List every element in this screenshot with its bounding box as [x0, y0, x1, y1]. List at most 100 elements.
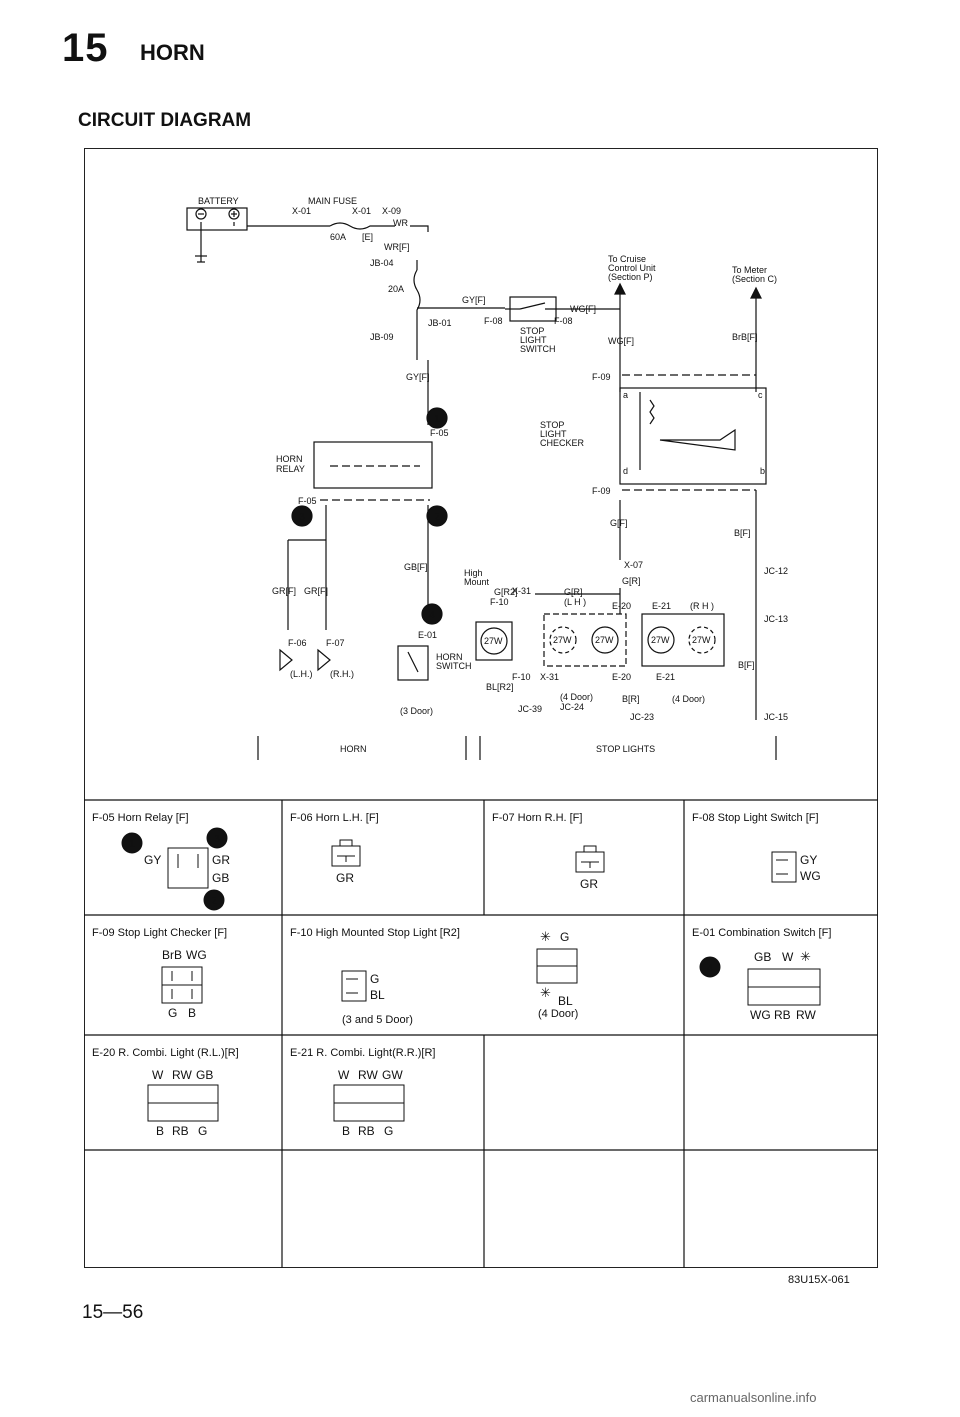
svg-text:BrB: BrB	[162, 948, 182, 962]
svg-text:G: G	[198, 1124, 207, 1138]
connector-e01: E-01 Combination Switch [F] 4 GB W ✳ WG …	[684, 915, 878, 1035]
svg-text:(Section C): (Section C)	[732, 274, 777, 284]
svg-text:3: 3	[299, 512, 305, 523]
figure-code: 83U15X-061	[788, 1274, 850, 1286]
svg-text:G[R]: G[R]	[622, 576, 641, 586]
svg-text:WG: WG	[186, 948, 207, 962]
svg-text:JC-13: JC-13	[764, 614, 788, 624]
svg-text:B[F]: B[F]	[734, 528, 751, 538]
diagram-frame	[84, 148, 878, 1268]
svg-text:STOP: STOP	[540, 420, 564, 430]
svg-text:F-09: F-09	[592, 486, 611, 496]
stop-light-checker-symbol: F-09 F-09 a c d b STOP LIGHT CHECKER G[F…	[540, 372, 767, 720]
chapter-number: 15	[62, 26, 109, 70]
svg-text:RELAY: RELAY	[276, 464, 305, 474]
connector-title: E-21 R. Combi. Light(R.R.)[R]	[290, 1047, 436, 1059]
svg-text:2: 2	[434, 512, 440, 523]
svg-text:B[F]: B[F]	[738, 660, 755, 670]
svg-text:X-01: X-01	[352, 206, 371, 216]
connector-f07: F-07 Horn R.H. [F] GR	[484, 800, 684, 915]
svg-text:G: G	[370, 972, 379, 986]
svg-text:F-07: F-07	[326, 638, 345, 648]
svg-text:B[R]: B[R]	[622, 694, 640, 704]
svg-text:WG[F]: WG[F]	[608, 336, 634, 346]
svg-text:E-20: E-20	[612, 601, 631, 611]
svg-text:(3 Door): (3 Door)	[400, 706, 433, 716]
svg-text:BL: BL	[558, 994, 573, 1008]
svg-text:GB: GB	[196, 1068, 213, 1082]
svg-text:GR: GR	[212, 853, 230, 867]
svg-text:20A: 20A	[388, 284, 404, 294]
svg-text:G[R2]: G[R2]	[494, 587, 518, 597]
combination-switch-connector-icon: 4 GB W ✳ WG RB RW	[699, 949, 821, 1022]
relay-connector-icon: 1 3 2 GY GR GB	[121, 827, 230, 911]
combi-light-connector-icon: W RW GB B RB G	[147, 1068, 219, 1138]
horn-connector-icon: GR	[575, 845, 605, 891]
svg-text:JC-39: JC-39	[518, 704, 542, 714]
svg-text:3: 3	[214, 834, 220, 845]
svg-text:GY: GY	[144, 853, 161, 867]
connector-title: F-06 Horn L.H. [F]	[290, 812, 379, 824]
svg-text:LIGHT: LIGHT	[520, 335, 547, 345]
svg-text:High: High	[464, 568, 483, 578]
svg-text:G: G	[560, 930, 569, 944]
connector-title: F-09 Stop Light Checker [F]	[92, 927, 228, 939]
svg-text:CHECKER: CHECKER	[540, 438, 585, 448]
watermark-link[interactable]: carmanualsonline.info	[690, 1390, 817, 1405]
svg-text:c: c	[758, 390, 763, 400]
svg-text:B: B	[156, 1124, 164, 1138]
svg-text:WG: WG	[750, 1008, 771, 1022]
svg-text:Mount: Mount	[464, 577, 490, 587]
svg-text:27W: 27W	[484, 636, 503, 646]
svg-text:WR[F]: WR[F]	[384, 242, 410, 252]
section-title: CIRCUIT DIAGRAM	[78, 110, 252, 131]
svg-text:F-05: F-05	[298, 496, 317, 506]
connector-title: F-07 Horn R.H. [F]	[492, 812, 583, 824]
to-meter-arrow: To Meter (Section C) BrB[F]	[732, 265, 777, 392]
svg-text:[E]: [E]	[362, 232, 373, 242]
svg-text:GW: GW	[382, 1068, 403, 1082]
stop-lights-group-label: STOP LIGHTS	[596, 744, 655, 754]
svg-text:HORN: HORN	[436, 652, 463, 662]
svg-text:GY[F]: GY[F]	[462, 295, 486, 305]
svg-text:E-01: E-01	[418, 630, 437, 640]
svg-text:GB: GB	[212, 871, 229, 885]
main-fuse-label: MAIN FUSE	[308, 196, 357, 206]
svg-text:F-08: F-08	[554, 316, 573, 326]
svg-text:JB-04: JB-04	[370, 258, 394, 268]
svg-text:GY[F]: GY[F]	[406, 372, 430, 382]
svg-text:G: G	[168, 1006, 177, 1020]
horn-switch-symbol: 4 E-01 HORN SWITCH (3 Door)	[397, 603, 472, 716]
connector-title: E-20 R. Combi. Light (R.L.)[R]	[92, 1047, 239, 1059]
svg-text:W: W	[782, 950, 794, 964]
svg-text:GB[F]: GB[F]	[404, 562, 428, 572]
svg-text:60A: 60A	[330, 232, 346, 242]
svg-text:E-21: E-21	[656, 672, 675, 682]
svg-text:F-08: F-08	[484, 316, 503, 326]
group-labels: HORN STOP LIGHTS	[257, 736, 777, 760]
svg-text:b: b	[760, 466, 765, 476]
battery-label: BATTERY	[198, 196, 239, 206]
svg-text:(4 Door): (4 Door)	[672, 694, 705, 704]
svg-text:BL: BL	[370, 988, 385, 1002]
svg-text:To Meter: To Meter	[732, 265, 767, 275]
svg-text:RB: RB	[172, 1124, 189, 1138]
svg-text:B: B	[188, 1006, 196, 1020]
svg-text:JC-24: JC-24	[560, 702, 584, 712]
svg-text:X-07: X-07	[624, 560, 643, 570]
connector-f08: F-08 Stop Light Switch [F] GY WG	[684, 800, 878, 915]
svg-text:a: a	[623, 390, 628, 400]
svg-text:(Section P): (Section P)	[608, 272, 653, 282]
svg-text:SWITCH: SWITCH	[436, 661, 472, 671]
connector-grid	[84, 799, 878, 1268]
svg-text:X-31: X-31	[512, 586, 531, 596]
svg-text:4: 4	[429, 610, 435, 621]
svg-text:d: d	[623, 466, 628, 476]
horn-symbols: GR[F] GR[F] GB[F] F-06 F-07 (L.H.) (R.H.…	[272, 562, 428, 679]
connector-f05: F-05 Horn Relay [F] 1 3 2 GY GR GB	[84, 800, 282, 915]
svg-text:G: G	[384, 1124, 393, 1138]
svg-text:W: W	[152, 1068, 164, 1082]
svg-text:GY: GY	[800, 853, 817, 867]
connector-f09: F-09 Stop Light Checker [F] BrB WG G B	[84, 915, 282, 1035]
